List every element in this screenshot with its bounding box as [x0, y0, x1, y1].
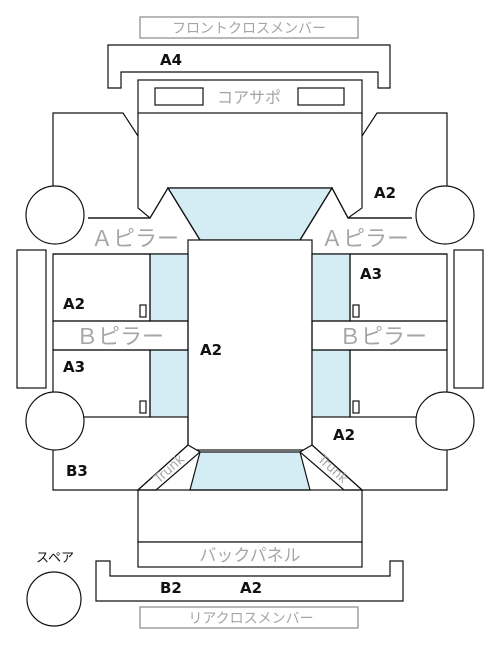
left-front-window — [149, 253, 189, 322]
grade-front-right-fender: A2 — [374, 184, 396, 202]
left-side-strip — [16, 249, 47, 389]
a-pillar-left-label: Ａピラー — [91, 227, 179, 252]
rear-cross-member-label: リアクロスメンバー — [188, 611, 313, 627]
right-side-strip — [453, 249, 484, 389]
a-pillar-right-label: Ａピラー — [321, 227, 409, 252]
back-panel-label: バックパネル — [199, 546, 300, 566]
left-front-fender — [52, 112, 139, 205]
grade-rear-cross-2: A2 — [240, 579, 262, 597]
right-front-wheel — [415, 185, 475, 245]
trunk-lid — [137, 489, 363, 543]
grade-left-rear-door: A3 — [63, 358, 85, 376]
left-rear-door-handle — [139, 400, 147, 414]
back-panel-box — [137, 541, 363, 568]
b-pillar-left-label: Ｂピラー — [76, 325, 164, 350]
right-headlight — [297, 87, 345, 106]
roof-panel — [187, 239, 313, 451]
grade-roof: A2 — [200, 341, 222, 359]
right-front-door-handle — [352, 304, 360, 318]
front-cross-member-label: フロントクロスメンバー — [172, 21, 326, 37]
grade-front-cross: A4 — [160, 51, 182, 69]
b-pillar-right-band — [311, 320, 448, 351]
rear-windshield — [189, 451, 311, 491]
grade-rear-cross-1: B2 — [160, 579, 182, 597]
left-rear-window — [149, 349, 189, 418]
right-rear-door-handle — [352, 400, 360, 414]
spare-tire — [26, 571, 82, 627]
front-cross-member-box — [139, 16, 359, 39]
grade-left-front-door: A2 — [63, 295, 85, 313]
left-front-door-handle — [139, 304, 147, 318]
left-headlight — [154, 87, 204, 106]
right-front-fender — [361, 112, 448, 205]
right-rear-window — [311, 349, 351, 418]
front-windshield — [166, 187, 334, 241]
grade-right-front-door: A3 — [360, 265, 382, 283]
front-cross-member — [107, 44, 391, 89]
rear-cross-member-box — [139, 606, 359, 629]
right-front-window — [311, 253, 351, 322]
grade-right-rear-quarter: A2 — [333, 426, 355, 444]
b-pillar-right-label: Ｂピラー — [339, 325, 427, 350]
right-rear-wheel — [415, 391, 475, 451]
b-pillar-left-band — [52, 320, 189, 351]
spare-label: スペア — [36, 551, 74, 566]
rear-cross-member — [95, 560, 404, 602]
grade-left-rear-quarter: B3 — [66, 462, 88, 480]
left-front-wheel — [25, 185, 85, 245]
core-support-label: コアサポ — [217, 88, 281, 107]
left-rear-wheel — [25, 391, 85, 451]
